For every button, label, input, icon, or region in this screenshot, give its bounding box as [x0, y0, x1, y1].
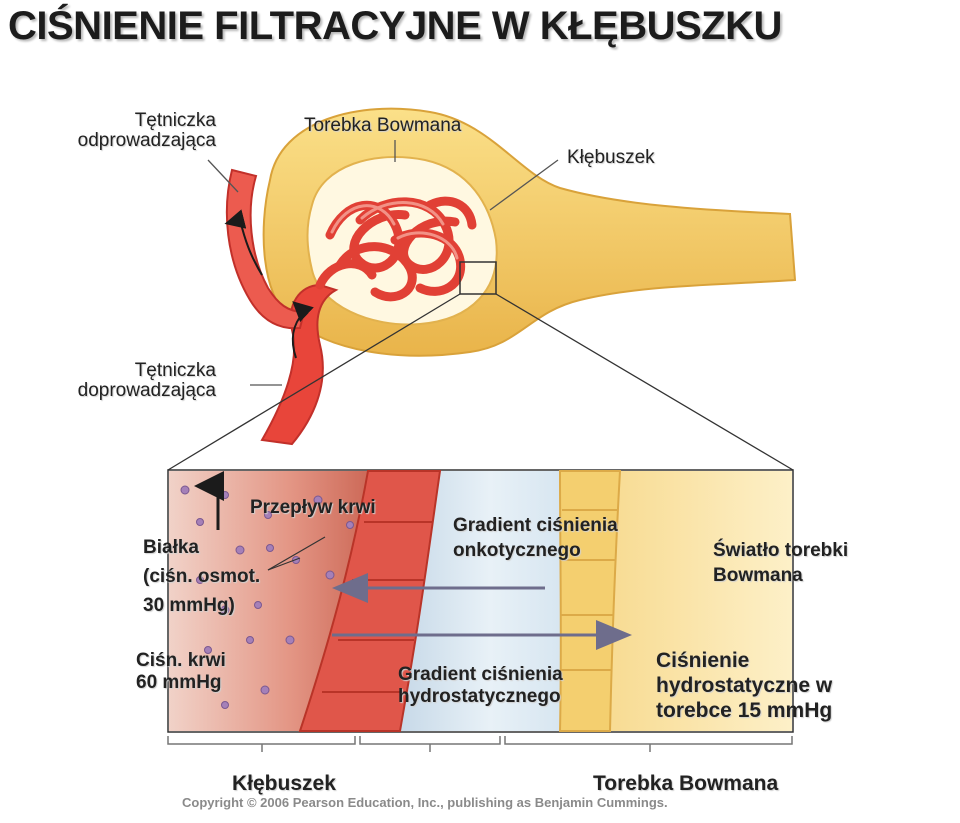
copyright-notice: Copyright © 2006 Pearson Education, Inc.…	[182, 795, 668, 810]
hydrostatic-line1: Gradient ciśnienia	[398, 664, 563, 685]
proteins-label-line2: (ciśn. osmot.	[143, 566, 261, 587]
capsule-pressure-line1: Ciśnienie	[656, 649, 750, 672]
blood-pressure-line2: 60 mmHg	[136, 672, 222, 693]
glomerulus-bottom-label: Kłębuszek	[232, 772, 336, 795]
proteins-label-line1: Białka	[143, 537, 199, 558]
bowman-capsule-top-label: Torebka Bowmana	[304, 115, 462, 136]
oncotic-gradient-label: Gradient ciśnienia onkotycznego	[453, 513, 618, 563]
proteins-label: Białka (ciśn. osmot. 30 mmHg)	[143, 533, 260, 620]
lumen-line1: Światło torebki	[713, 540, 849, 561]
page-title: CIŚNIENIE FILTRACYJNE W KŁĘBUSZKU	[8, 4, 782, 48]
bowman-capsule-shape	[262, 107, 797, 357]
glomerulus-top-label: Kłębuszek	[567, 147, 655, 168]
capsule-pressure-label: Ciśnienie hydrostatyczne w torebce 15 mm…	[656, 648, 832, 723]
afferent-label-line1: Tętniczka	[134, 360, 216, 381]
afferent-arteriole-label: Tętniczka doprowadzająca	[40, 361, 216, 401]
capsule-pressure-line2: hydrostatyczne w	[656, 674, 833, 697]
blood-pressure-line1: Ciśn. krwi	[136, 650, 226, 671]
efferent-label-line2: odprowadzająca	[77, 130, 216, 151]
hydrostatic-gradient-label: Gradient ciśnienia hydrostatycznego	[398, 664, 563, 708]
magnified-panel	[167, 469, 794, 733]
oncotic-line2: onkotycznego	[453, 540, 581, 561]
hydrostatic-line2: hydrostatycznego	[398, 686, 561, 707]
efferent-arteriole-label: Tętniczka odprowadzająca	[40, 111, 216, 151]
capsule-pressure-line3: torebce 15 mmHg	[656, 699, 833, 722]
afferent-label-line2: doprowadzająca	[77, 380, 216, 401]
bottom-brackets	[167, 736, 793, 752]
blood-flow-label: Przepływ krwi	[250, 497, 376, 518]
proteins-label-line3: 30 mmHg)	[143, 595, 235, 616]
lumen-line2: Bowmana	[713, 565, 803, 586]
oncotic-line1: Gradient ciśnienia	[453, 515, 618, 536]
bowman-capsule-bottom-label: Torebka Bowmana	[593, 772, 779, 795]
blood-pressure-label: Ciśn. krwi 60 mmHg	[136, 650, 226, 694]
afferent-arteriole-shape	[260, 283, 339, 446]
efferent-label-line1: Tętniczka	[134, 110, 216, 131]
bowman-lumen-label: Światło torebki Bowmana	[713, 538, 848, 588]
